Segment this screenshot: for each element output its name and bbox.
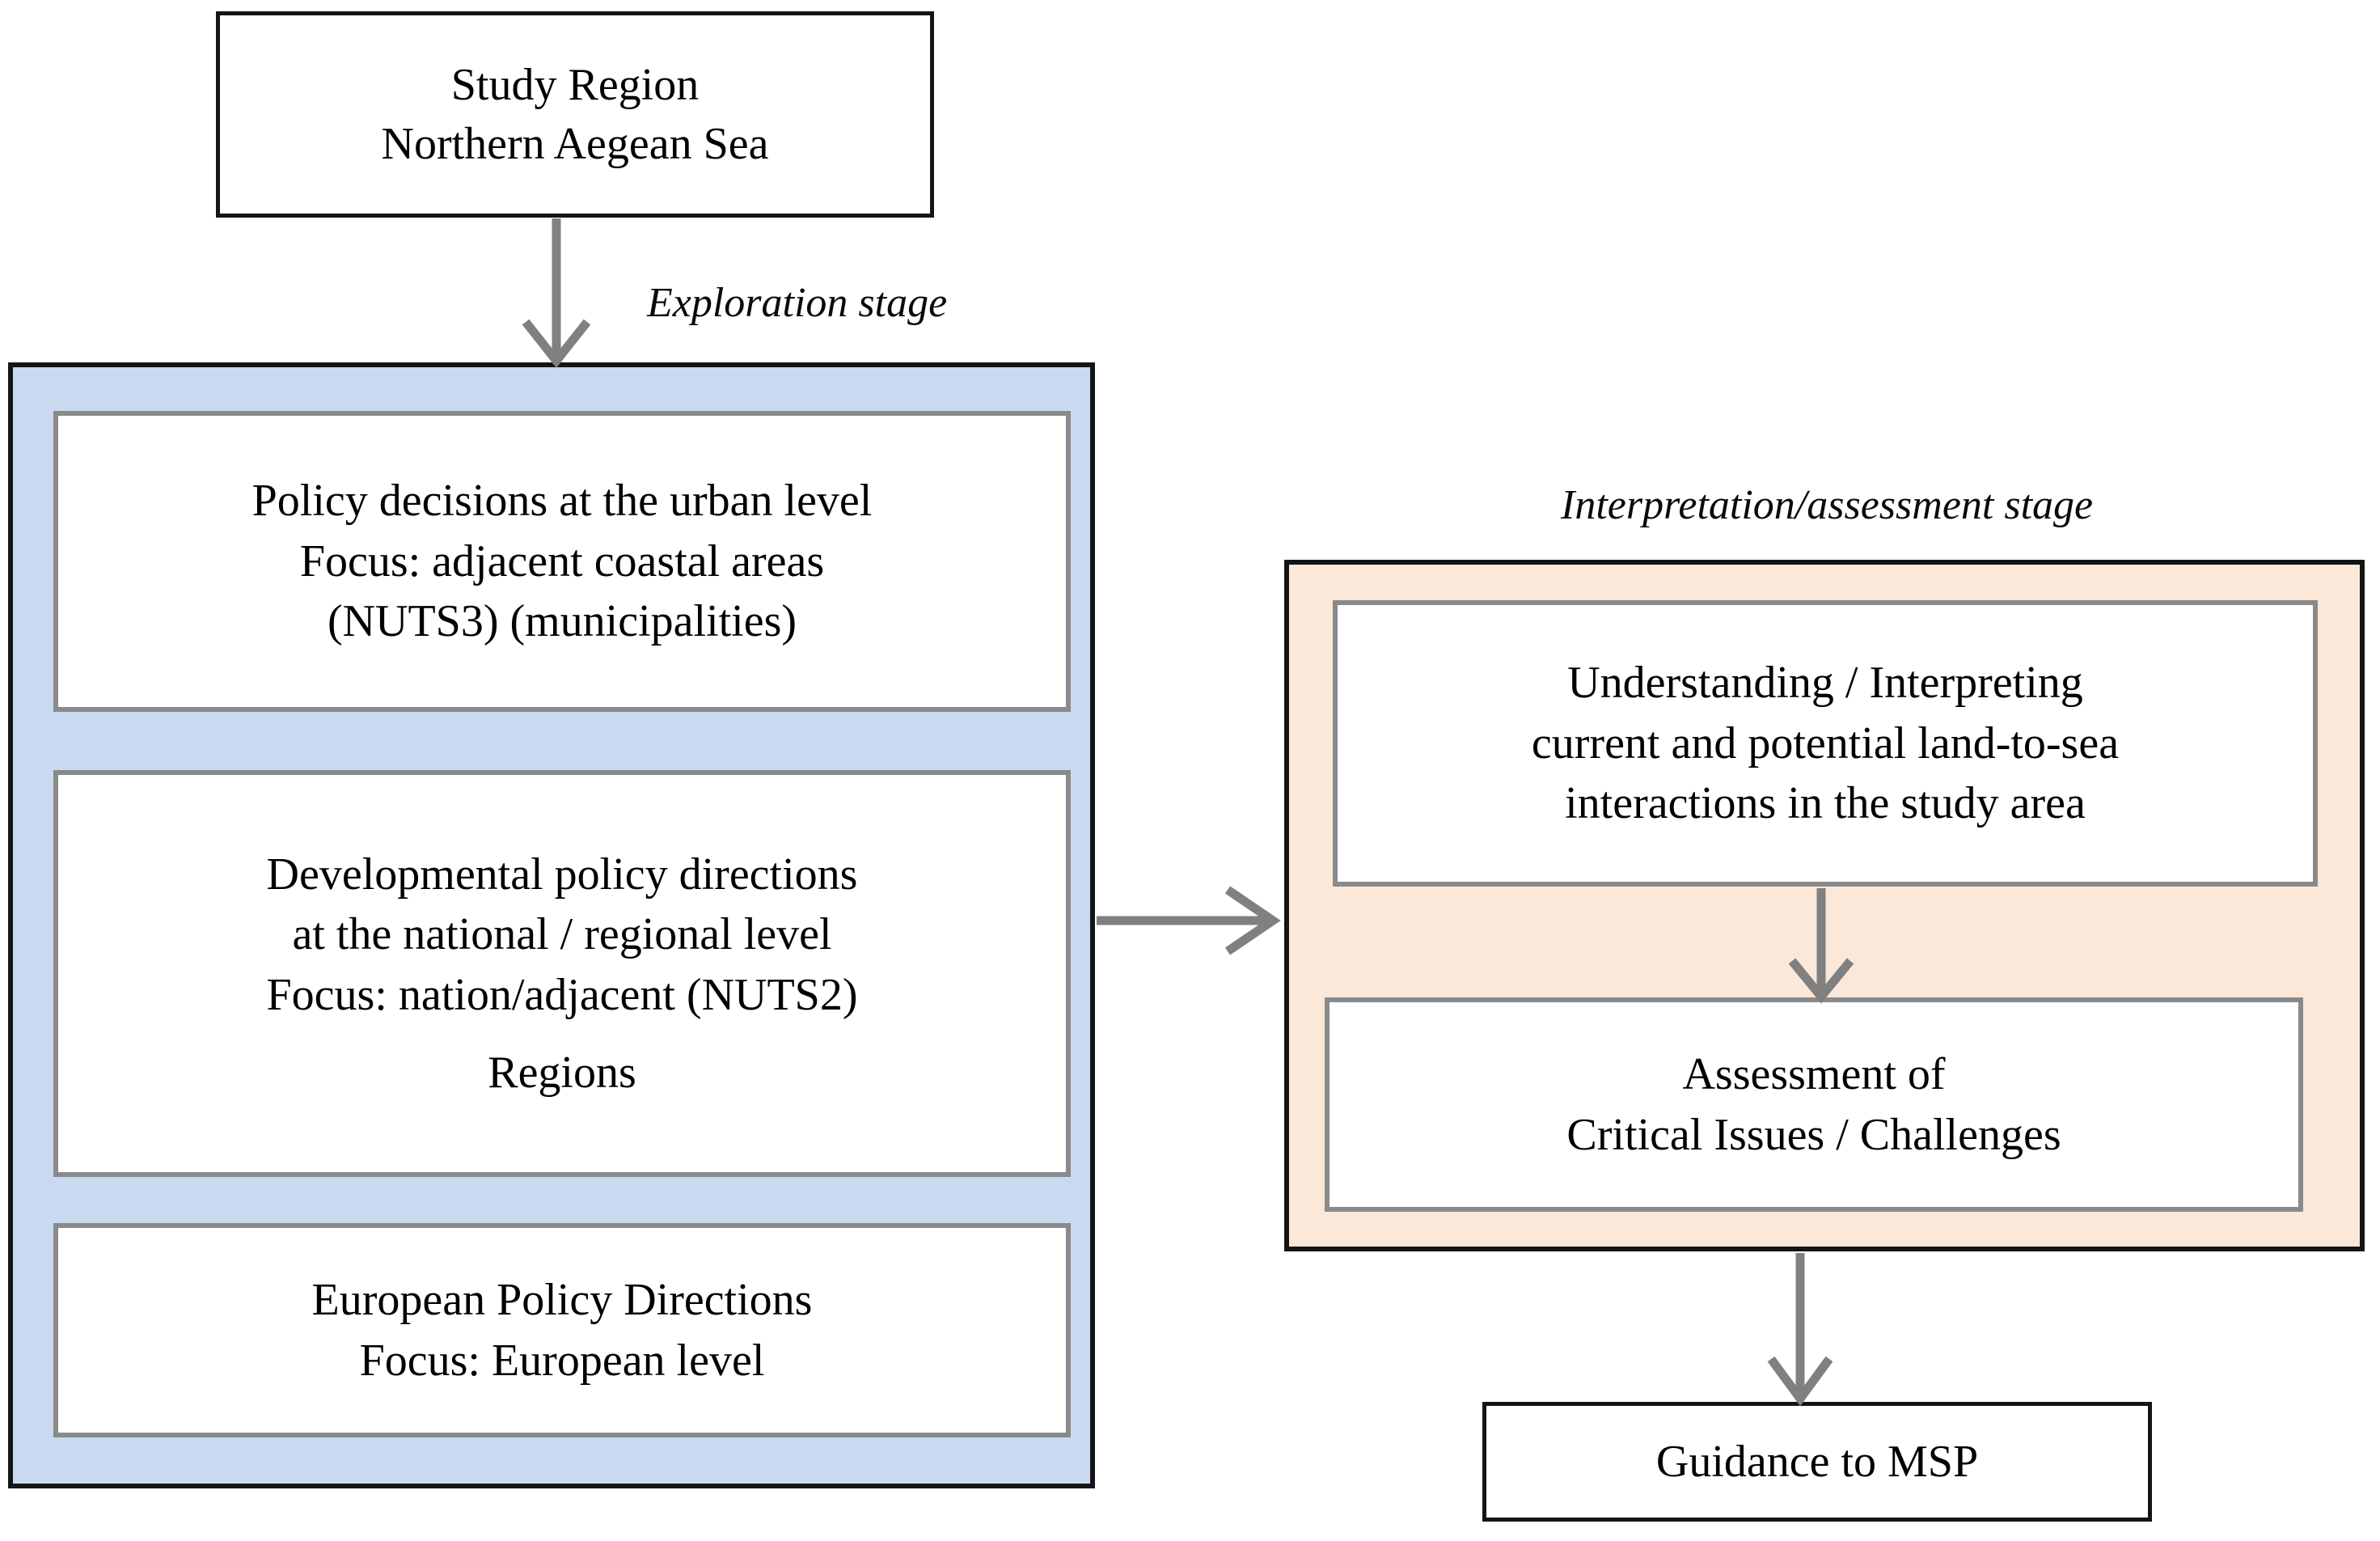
study-region-box: Study Region Northern Aegean Sea: [216, 11, 934, 218]
european-policy-box: European Policy Directions Focus: Europe…: [53, 1223, 1071, 1437]
national-regional-policy-line-2: at the national / regional level: [292, 909, 832, 960]
assessment-critical-issues-box: Assessment of Critical Issues / Challeng…: [1325, 997, 2303, 1212]
national-regional-policy-line-4: Regions: [488, 1047, 636, 1098]
interpretation-assessment-stage-label: Interpretation/assessment stage: [1561, 482, 2094, 528]
arrow-exploration-to-interpretation: [1097, 886, 1281, 955]
guidance-to-msp-line-1: Guidance to MSP: [1655, 1436, 1979, 1487]
exploration-stage-label: Exploration stage: [647, 280, 948, 326]
urban-policy-line-1: Policy decisions at the urban level: [252, 476, 873, 527]
understanding-interpreting-line-1: Understanding / Interpreting: [1567, 658, 2083, 709]
guidance-to-msp-box: Guidance to MSP: [1482, 1402, 2152, 1522]
national-regional-policy-box: Developmental policy directions at the n…: [53, 770, 1071, 1177]
urban-policy-line-3: (NUTS3) (municipalities): [327, 596, 797, 647]
national-regional-policy-line-3: Focus: nation/adjacent (NUTS2): [266, 969, 858, 1020]
understanding-interpreting-box: Understanding / Interpreting current and…: [1333, 600, 2318, 887]
understanding-interpreting-line-2: current and potential land-to-sea: [1531, 718, 2120, 768]
national-regional-policy-line-1: Developmental policy directions: [266, 849, 858, 900]
study-region-line-2: Northern Aegean Sea: [381, 118, 769, 169]
arrow-assessment-to-guidance: [1767, 1253, 1833, 1407]
understanding-interpreting-line-3: interactions in the study area: [1565, 778, 2086, 829]
arrow-study-region-to-exploration: [522, 218, 591, 368]
assessment-critical-issues-line-1: Assessment of: [1682, 1049, 1946, 1100]
european-policy-line-2: Focus: European level: [359, 1335, 765, 1386]
study-region-line-1: Study Region: [450, 59, 700, 110]
urban-policy-line-2: Focus: adjacent coastal areas: [299, 536, 825, 586]
assessment-critical-issues-line-2: Critical Issues / Challenges: [1566, 1109, 2061, 1160]
european-policy-line-1: European Policy Directions: [311, 1275, 813, 1326]
urban-policy-box: Policy decisions at the urban level Focu…: [53, 411, 1071, 712]
